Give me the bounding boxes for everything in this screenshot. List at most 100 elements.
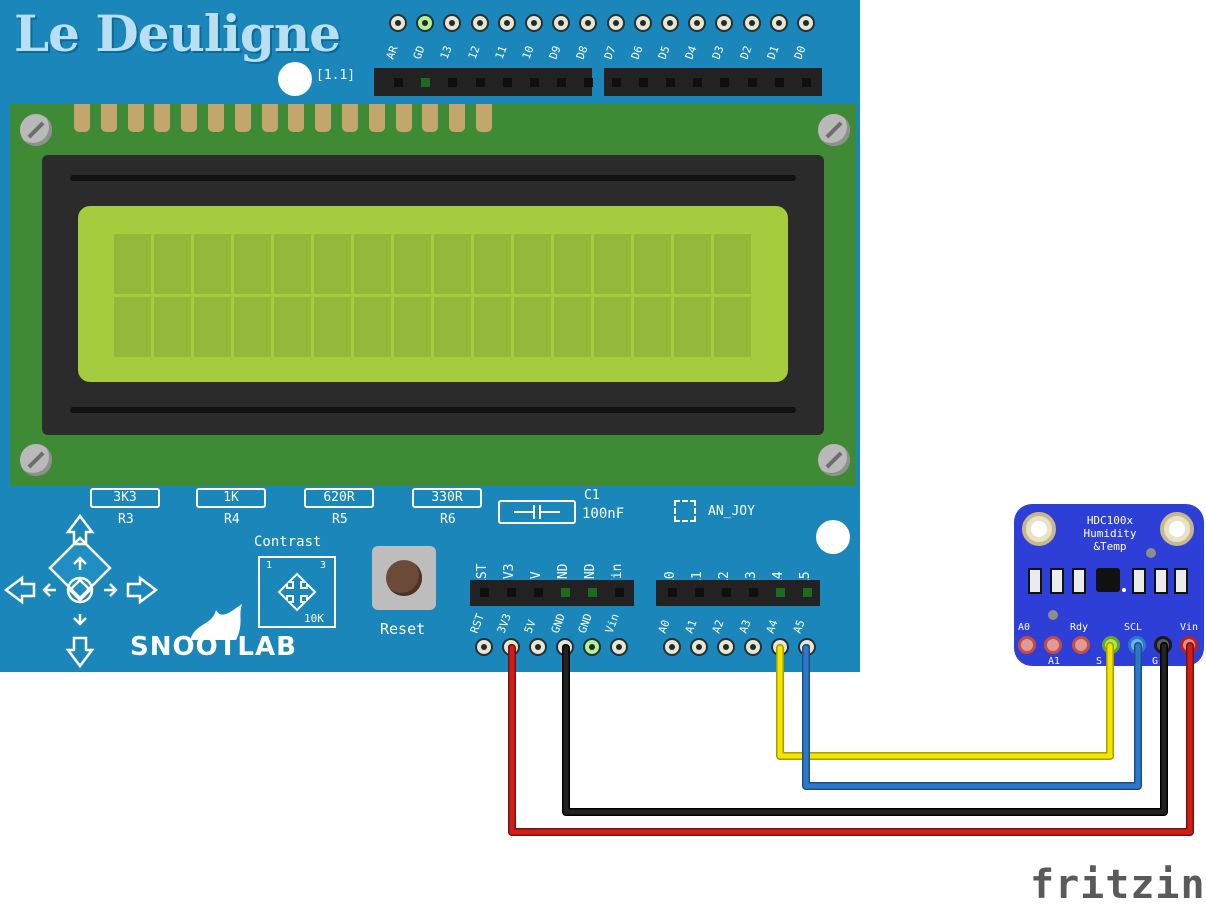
sensor-title-line-1: HDC100x [1086, 514, 1134, 527]
lcd-cell [714, 297, 751, 357]
resistor-r6: 330R [412, 488, 482, 508]
lcd-cell [714, 234, 751, 294]
resistor-name: R3 [118, 512, 134, 527]
top-pin [421, 78, 431, 87]
sensor-title-line-2: Humidity [1083, 527, 1137, 540]
lcd-cell [594, 297, 631, 357]
contrast-potentiometer[interactable]: 1 3 10K [258, 556, 336, 628]
capacitor-name: C1 [584, 488, 600, 503]
top-pin-ring [688, 14, 707, 32]
pot-mark-1: 1 [266, 560, 273, 571]
gold-pad [74, 104, 90, 132]
gold-pad [181, 104, 198, 132]
top-pin-ring [606, 14, 625, 32]
gold-pad [234, 104, 251, 132]
top-pin-ring [552, 14, 571, 32]
capacitor-value: 100nF [582, 506, 625, 522]
jumper-pad [674, 500, 696, 522]
resistor-name: R5 [332, 512, 348, 527]
gold-pad [395, 104, 412, 132]
lcd-cell [434, 297, 471, 357]
lcd-cell [514, 234, 551, 294]
screw-icon [818, 114, 850, 146]
sensor-pin [1072, 636, 1090, 654]
top-pin-ring [525, 14, 543, 32]
sensor-pin [1044, 636, 1062, 654]
power-pin [480, 588, 489, 597]
screw-icon [20, 114, 52, 146]
power-pin [507, 588, 516, 597]
analog-pin-ring [690, 638, 708, 656]
jumper-label: AN_JOY [708, 504, 755, 519]
top-pin-ring [443, 14, 462, 32]
lcd-cell [554, 234, 591, 294]
pot-mark-10k: 10K [304, 612, 324, 625]
analog-pin [668, 588, 677, 597]
resistor-name: R6 [440, 512, 456, 527]
reset-label: Reset [380, 620, 426, 638]
gold-pad [476, 104, 492, 132]
gold-pad [342, 104, 358, 132]
lcd-cell [274, 234, 311, 294]
top-pin-ring [497, 14, 516, 32]
brand-title: Le Deuligne [14, 4, 341, 63]
wire-a5-scl [802, 642, 1142, 790]
gold-pad [449, 104, 466, 132]
reset-button[interactable] [372, 546, 436, 610]
sensor-pin [1018, 636, 1036, 654]
sensor-mount-hole [1160, 512, 1194, 546]
top-pin [638, 78, 648, 87]
sensor-mount-hole [1022, 512, 1056, 546]
sensor-title: HDC100x Humidity &Temp [1072, 514, 1148, 553]
lcd-cell [514, 297, 551, 357]
lcd-cell [314, 234, 351, 294]
analog-pin [803, 588, 812, 597]
top-pin [530, 78, 539, 87]
mounting-hole [278, 62, 312, 96]
analog-pin-ring [744, 638, 762, 656]
mounting-hole [816, 520, 850, 554]
top-pin [774, 78, 784, 87]
sensor-title-line-3: &Temp [1093, 540, 1127, 553]
top-pin [448, 78, 458, 87]
lcd-cell [274, 297, 311, 357]
lcd-cell [234, 297, 271, 357]
top-pin-ring [797, 14, 815, 32]
sensor-pin-label-rdy: Rdy [1070, 622, 1089, 633]
capacitor-symbol [498, 500, 576, 524]
smd-resistor [1154, 568, 1168, 594]
top-pin [394, 78, 403, 87]
gold-pad [368, 104, 385, 132]
gold-pad [288, 104, 305, 132]
resistor-r5: 620R [304, 488, 374, 508]
top-pin-ring [389, 14, 407, 32]
top-pin [720, 78, 730, 87]
hdc100x-sensor-board: HDC100x Humidity &Temp A0 Rdy SCL Vin A1… [1014, 504, 1204, 667]
analog-header [656, 580, 820, 606]
lcd-cell [154, 297, 191, 357]
lcd-cell [194, 297, 231, 357]
top-pin-ring [579, 14, 598, 32]
power-pin-ring [583, 638, 601, 656]
pot-mark-3: 3 [320, 560, 327, 571]
screw-icon [20, 444, 52, 476]
fritzing-watermark: fritzing [1030, 862, 1206, 908]
gold-pad [422, 104, 439, 132]
lcd-cell [674, 234, 711, 294]
lcd-cell [194, 234, 231, 294]
screw-icon [818, 444, 850, 476]
gold-pad [261, 104, 278, 132]
sensor-pin-label-a1: A1 [1048, 656, 1061, 667]
smd-resistor [1132, 568, 1146, 594]
wire-a4-sda [776, 642, 1114, 760]
sensor-pin-label-sda: S [1096, 656, 1103, 667]
top-pin [802, 78, 811, 87]
lcd-cell [154, 234, 191, 294]
analog-pin-ring [663, 638, 681, 656]
joystick-icon [3, 514, 159, 668]
analog-pin [695, 588, 704, 597]
lcd-cell [394, 297, 431, 357]
lcd-cell [594, 234, 631, 294]
top-pin [584, 78, 594, 87]
